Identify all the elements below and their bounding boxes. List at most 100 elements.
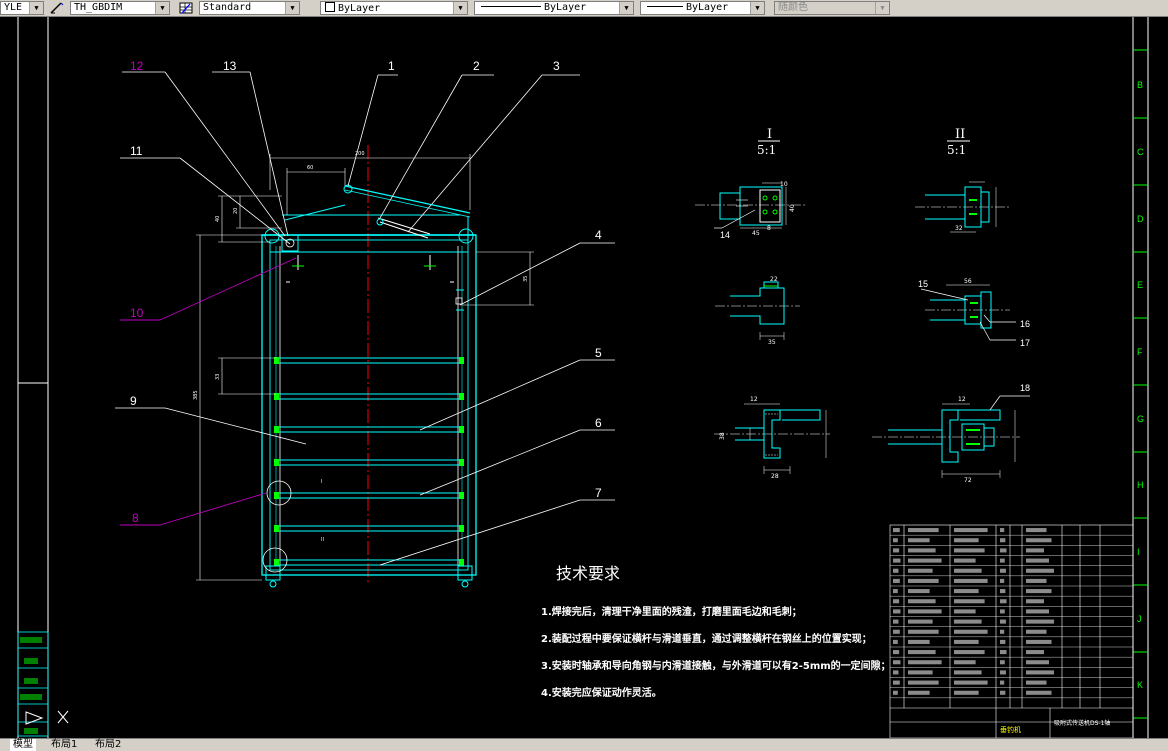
bom-cell-text: [1026, 589, 1052, 594]
detail-view-1-scale: 5:1: [757, 143, 776, 157]
bom-cell-text: [1000, 680, 1005, 685]
callout-2: 2: [473, 59, 480, 73]
bom-cell-text: [954, 619, 982, 624]
tech-requirements-title: 技术要求: [556, 564, 621, 583]
dim-text: 22: [770, 276, 778, 283]
bom-cell-text: [908, 639, 930, 644]
chevron-down-icon[interactable]: ▼: [453, 2, 467, 14]
zone-letter: E: [1137, 280, 1143, 290]
drawing-name: 垂钓机: [1000, 725, 1021, 734]
tech-requirement-3: 3.安装时轴承和导向角钢与内滑道接触，与外滑道可以有2-5mm的一定间隙；: [541, 661, 891, 672]
bom-cell-text: [1026, 558, 1049, 563]
assembly-view: 385 33 40 20 200 60 35 I II: [193, 145, 534, 588]
bom-cell-text: [1026, 650, 1044, 655]
dim-text: 8: [767, 225, 771, 232]
dim-text: II: [321, 537, 324, 543]
bom-cell-text: [893, 670, 899, 675]
zone-letter: B: [1137, 80, 1143, 90]
chevron-down-icon[interactable]: ▼: [29, 2, 43, 14]
bom-cell-text: [1000, 670, 1006, 675]
color-swatch-icon: [325, 2, 335, 12]
chevron-down-icon[interactable]: ▼: [875, 2, 889, 14]
bom-cell-text: [893, 660, 901, 665]
callout-labels: 1 2 3 13 12 11 4 10 5 9 6 7 8: [130, 59, 602, 525]
table-style-icon[interactable]: [178, 1, 194, 15]
dimension-style-icon[interactable]: [49, 1, 65, 15]
zone-letter: J: [1137, 614, 1142, 624]
bom-cell-text: [954, 650, 985, 655]
bom-cell-text: [908, 670, 933, 675]
drawing-number: 吸附式传送机DS-1轴: [1054, 719, 1110, 727]
chevron-down-icon[interactable]: ▼: [750, 2, 764, 14]
ucs-icon: [25, 710, 69, 725]
color-value: ByLayer: [338, 3, 381, 14]
bom-cell-text: [908, 558, 942, 563]
dim-text: 12: [958, 396, 966, 403]
bom-cell-text: [893, 528, 900, 533]
title-block: 垂钓机 吸附式传送机DS-1轴: [1000, 719, 1110, 734]
dim-text: 56: [964, 278, 972, 285]
detail-view-1: [695, 182, 830, 474]
dimension-style-combo[interactable]: TH_GBDIM ▼: [70, 1, 170, 15]
bom-cell-text: [908, 599, 936, 604]
bom-cell-text: [1000, 639, 1006, 644]
bom-cell-text: [893, 589, 898, 594]
lineweight-combo[interactable]: ByLayer ▼: [640, 1, 765, 15]
zone-ruler: [1133, 49, 1148, 719]
bom-cell-text: [893, 538, 898, 543]
bom-cell-text: [908, 528, 939, 533]
bom-cell-text: [893, 558, 901, 563]
callout-14: 14: [720, 230, 730, 240]
dim-text: I: [321, 479, 322, 485]
zone-letter: C: [1137, 147, 1144, 157]
bom-cell-text: [1000, 629, 1005, 634]
plot-style-combo[interactable]: 随颜色 ▼: [774, 1, 890, 15]
dim-text: 72: [964, 477, 972, 484]
callout-3: 3: [553, 59, 560, 73]
bom-cell-text: [893, 619, 899, 624]
callout-15: 15: [918, 279, 928, 289]
table-style-combo[interactable]: Standard ▼: [199, 1, 300, 15]
dim-text: 385: [193, 390, 199, 400]
dim-text: 38: [719, 432, 726, 440]
drawing-canvas[interactable]: B C D E F G H I J K: [0, 17, 1168, 738]
dim-text: 35: [523, 276, 529, 282]
bom-cell-text: [954, 680, 988, 685]
text-style-combo[interactable]: YLE ▼: [0, 1, 44, 15]
text-style-value: YLE: [4, 2, 23, 13]
bom-cell-text: [893, 690, 898, 695]
bom-cell-text: [954, 660, 976, 665]
bom-cell-text: [908, 568, 933, 573]
bom-cell-text: [1026, 619, 1054, 624]
bom-cell-text: [1000, 578, 1005, 583]
tab-layout1[interactable]: 布局1: [51, 739, 78, 750]
left-margin-block: [17, 631, 49, 737]
callout-8: 8: [132, 511, 139, 525]
linetype-combo[interactable]: ByLayer ▼: [474, 1, 634, 15]
bom-cell-text: [893, 609, 901, 614]
table-style-value: Standard: [203, 2, 252, 13]
tab-model[interactable]: 模型: [10, 739, 36, 751]
color-combo[interactable]: ByLayer ▼: [320, 1, 468, 15]
bom-cell-text: [1000, 568, 1006, 573]
bom-cell-text: [954, 629, 988, 634]
bom-cell-text: [1026, 639, 1052, 644]
chevron-down-icon[interactable]: ▼: [285, 2, 299, 14]
tech-requirement-4: 4.安装完应保证动作灵活。: [541, 688, 662, 699]
leader-lines: [115, 71, 615, 566]
dim-text: 45: [752, 230, 760, 237]
bom-cell-text: [954, 609, 976, 614]
bom-cell-text: [1026, 660, 1049, 665]
bom-cell-text: [908, 548, 936, 553]
linetype-value: ByLayer: [544, 2, 587, 13]
dim-text: 12: [750, 396, 758, 403]
chevron-down-icon[interactable]: ▼: [619, 2, 633, 14]
tab-layout2[interactable]: 布局2: [95, 739, 122, 750]
bom-cell-text: [1026, 578, 1047, 583]
chevron-down-icon[interactable]: ▼: [155, 2, 169, 14]
bom-cell-text: [1026, 680, 1047, 685]
bom-cell-text: [908, 650, 936, 655]
bom-cell-text: [1026, 528, 1047, 533]
dim-text: 40: [215, 216, 221, 222]
tech-requirement-1: 1.焊接完后，清理干净里面的残渣，打磨里面毛边和毛刺；: [541, 607, 802, 618]
